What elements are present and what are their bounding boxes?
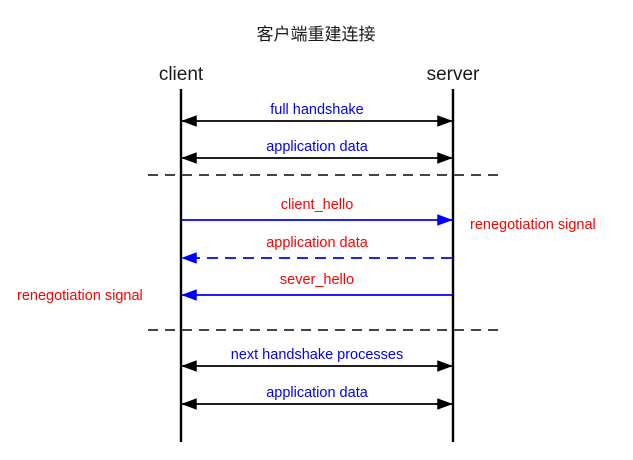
annotation-renegotiation-signal-left: renegotiation signal — [17, 288, 143, 304]
message-label-client-hello: client_hello — [281, 197, 354, 213]
actor-label-client: client — [159, 64, 204, 85]
annotation-renegotiation-signal-right: renegotiation signal — [470, 217, 596, 233]
message-label-application-data-2: application data — [266, 235, 369, 251]
message-label-next-handshake-processes: next handshake processes — [231, 347, 404, 363]
message-label-full-handshake: full handshake — [270, 102, 364, 118]
message-label-application-data-1: application data — [266, 139, 369, 155]
message-label-sever-hello: sever_hello — [280, 272, 354, 288]
diagram-title: 客户端重建连接 — [257, 25, 376, 44]
actor-label-server: server — [427, 64, 480, 85]
message-label-application-data-3: application data — [266, 385, 369, 401]
